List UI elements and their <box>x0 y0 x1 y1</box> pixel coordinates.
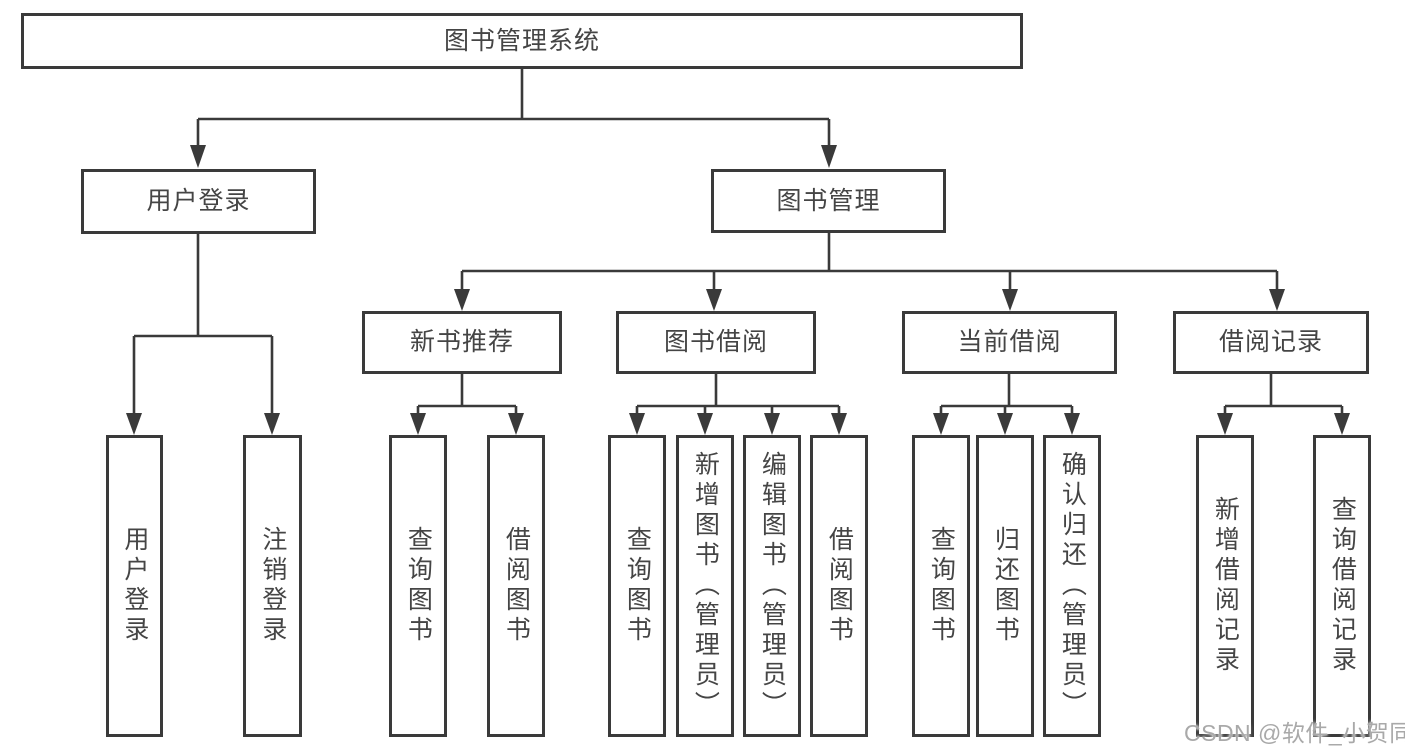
node-book-borrow: 图书借阅 <box>616 311 816 374</box>
leaf-borrow-book-label: 借阅图书 <box>825 526 854 646</box>
leaf-record-add-label: 新增借阅记录 <box>1211 496 1240 676</box>
leaf-newbook-query: 查询图书 <box>389 435 447 737</box>
node-root-label: 图书管理系统 <box>443 26 600 55</box>
leaf-logout-label: 注销登录 <box>258 526 287 646</box>
node-root: 图书管理系统 <box>21 13 1023 69</box>
node-current-borrow-label: 当前借阅 <box>957 328 1062 356</box>
leaf-newbook-borrow: 借阅图书 <box>487 435 545 737</box>
leaf-current-confirm-admin: 确认归还（管理员） <box>1043 435 1101 737</box>
leaf-record-query-label: 查询借阅记录 <box>1328 496 1357 676</box>
node-user-login: 用户登录 <box>81 169 316 234</box>
connector-current-borrow-to-leaves <box>939 374 1074 414</box>
leaf-borrow-book: 借阅图书 <box>810 435 868 737</box>
leaf-newbook-borrow-label: 借阅图书 <box>502 526 531 646</box>
connector-new-book-to-leaves <box>416 374 518 414</box>
leaf-current-query: 查询图书 <box>912 435 970 737</box>
watermark: CSDN @软件_小贺同学 <box>1184 720 1405 746</box>
connector-book-borrow-to-leaves <box>635 374 841 414</box>
node-book-management-label: 图书管理 <box>776 186 881 215</box>
leaf-borrow-add-admin: 新增图书（管理员） <box>676 435 734 737</box>
leaf-record-query: 查询借阅记录 <box>1313 435 1371 737</box>
node-book-borrow-label: 图书借阅 <box>663 328 768 356</box>
leaf-user-login: 用户登录 <box>106 435 163 737</box>
leaf-newbook-query-label: 查询图书 <box>404 526 433 646</box>
leaf-borrow-edit-admin-label: 编辑图书（管理员） <box>758 451 787 721</box>
node-new-book-recommend: 新书推荐 <box>362 311 562 374</box>
connector-borrow-record-to-leaves <box>1223 374 1344 414</box>
connector-root-to-level2 <box>196 69 831 146</box>
leaf-current-confirm-admin-label: 确认归还（管理员） <box>1058 451 1087 721</box>
arrowheads <box>126 145 1350 435</box>
leaf-current-return: 归还图书 <box>976 435 1034 737</box>
node-new-book-recommend-label: 新书推荐 <box>409 328 514 356</box>
node-current-borrow: 当前借阅 <box>902 311 1117 374</box>
leaf-record-add: 新增借阅记录 <box>1196 435 1254 737</box>
connector-book-mgmt-to-level3 <box>460 233 1279 290</box>
node-user-login-label: 用户登录 <box>146 187 251 215</box>
leaf-logout: 注销登录 <box>243 435 302 737</box>
leaf-current-query-label: 查询图书 <box>927 526 956 646</box>
leaf-user-login-label: 用户登录 <box>120 526 149 646</box>
leaf-borrow-add-admin-label: 新增图书（管理员） <box>691 451 720 721</box>
node-borrow-record: 借阅记录 <box>1173 311 1369 374</box>
leaf-borrow-query: 查询图书 <box>608 435 666 737</box>
leaf-borrow-edit-admin: 编辑图书（管理员） <box>743 435 801 737</box>
node-borrow-record-label: 借阅记录 <box>1218 328 1323 356</box>
leaf-current-return-label: 归还图书 <box>991 526 1020 646</box>
leaf-borrow-query-label: 查询图书 <box>623 526 652 646</box>
connector-user-login-to-leaves <box>132 234 274 414</box>
node-book-management: 图书管理 <box>711 169 946 233</box>
